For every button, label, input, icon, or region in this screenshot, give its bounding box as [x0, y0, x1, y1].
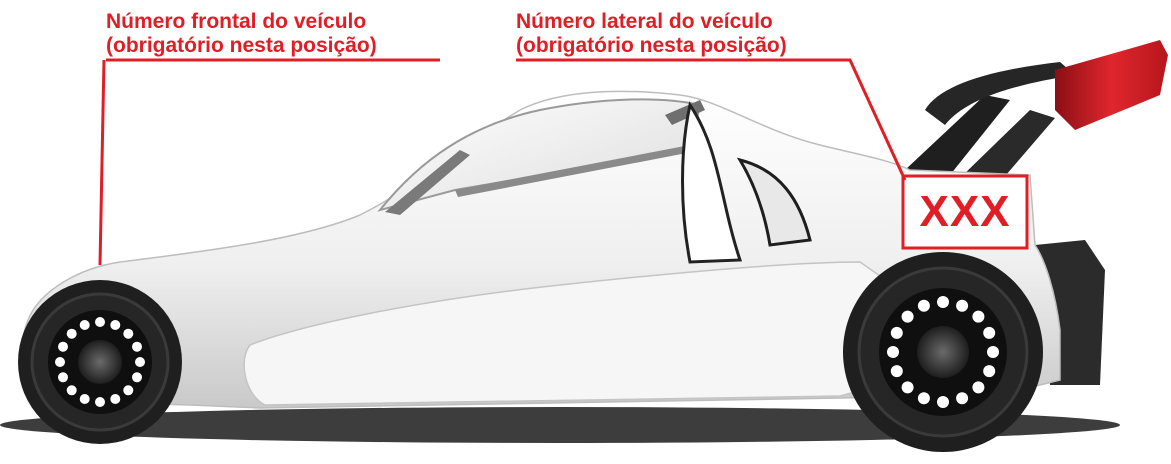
roll-cage [455, 145, 692, 197]
side-number-callout: Número lateral do veículo (obrigatório n… [516, 10, 787, 58]
side-number-box [901, 174, 1029, 250]
wheel-vent-hole [123, 328, 134, 339]
wheel-vent-hole [890, 365, 903, 378]
wheel-vent-hole [66, 328, 77, 339]
wheel-vent-hole [917, 299, 930, 312]
wheel-vent-hole [58, 341, 68, 352]
wheel-vent-hole [937, 296, 949, 308]
wheel-vent-hole [110, 394, 121, 404]
wheel-vent-hole [132, 372, 142, 383]
front-callout-leader [98, 59, 106, 266]
rear-wing-plane [925, 62, 1075, 125]
wheel-vent-hole [887, 346, 899, 358]
wheel-vent-hole [66, 385, 77, 396]
roll-cage [665, 100, 705, 125]
wheel-vent-hole [983, 326, 996, 339]
wheel-vent-hole [79, 320, 90, 330]
wheel-vent-hole [956, 299, 969, 312]
wheel-vent-hole [917, 392, 930, 405]
cockpit-canopy [377, 98, 702, 212]
rear-wing-strut [905, 95, 1010, 175]
wheel-vent-hole [987, 346, 999, 358]
wheel-vent-hole [901, 381, 914, 394]
side-number-placeholder: XXX [919, 187, 1011, 236]
side-callout-leader [516, 58, 907, 181]
side-pod [243, 261, 901, 406]
wheel-vent-hole [132, 341, 142, 352]
wheel-vent-hole [135, 357, 145, 367]
wheel-vent-hole [79, 394, 90, 404]
rear-wheel [843, 252, 1043, 452]
ground-shadow [0, 407, 1120, 443]
wheel-vent-hole [58, 372, 68, 383]
front-callout-line1: Número frontal do veículo [106, 10, 367, 33]
wheel-vent-hole [890, 326, 903, 339]
rear-wing-strut [960, 110, 1055, 182]
front-callout-line2: (obrigatório nesta posição) [106, 34, 377, 57]
front-wheel [18, 280, 182, 444]
wheel-vent-hole [95, 397, 105, 407]
wheel-vent-hole [983, 365, 996, 378]
side-callout-line2: (obrigatório nesta posição) [516, 34, 787, 57]
wheel-vent-hole [972, 310, 985, 323]
air-intake [681, 101, 743, 264]
wheel-vent-hole [937, 396, 949, 408]
wheel-vent-hole [55, 357, 65, 367]
engine-cover [736, 157, 812, 247]
wheel-vent-hole [972, 381, 985, 394]
wheel-vent-hole [123, 385, 134, 396]
wheel-vent-hole [901, 310, 914, 323]
wheel-vent-hole [110, 320, 121, 330]
rear-wing-endplate [1055, 40, 1168, 130]
side-callout-line1: Número lateral do veículo [516, 10, 773, 33]
wheel-vent-hole [956, 392, 969, 405]
roll-cage [385, 150, 470, 215]
wheel-vent-hole [95, 317, 105, 327]
front-number-callout: Número frontal do veículo (obrigatório n… [106, 10, 377, 58]
